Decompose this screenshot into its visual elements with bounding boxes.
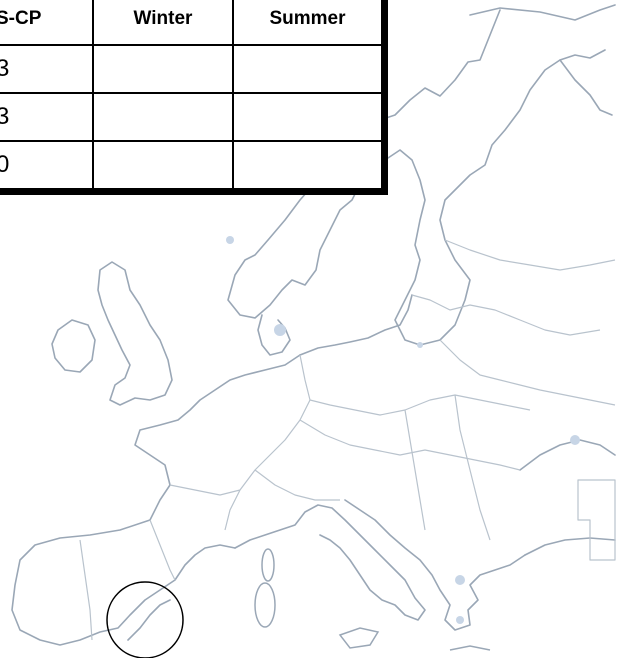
crete-island xyxy=(449,645,491,651)
mediterranean-coast xyxy=(234,504,426,621)
cell-summer[interactable] xyxy=(232,44,383,94)
inset-box xyxy=(577,479,616,561)
lake-marker xyxy=(274,324,286,336)
cell-winter[interactable] xyxy=(92,140,234,190)
season-table: S-CP Winter Summer 3 3 0 xyxy=(0,0,383,190)
cell-winter[interactable] xyxy=(92,44,234,94)
cell-scp: 3 xyxy=(0,44,94,94)
highlight-circle xyxy=(106,581,184,658)
table-row: 3 xyxy=(0,92,383,142)
balkan-coast xyxy=(344,499,526,631)
black-sea-coast xyxy=(519,439,616,556)
cell-scp: 3 xyxy=(0,92,94,142)
lake-marker xyxy=(417,342,423,348)
header-summer: Summer xyxy=(232,0,383,46)
cell-summer[interactable] xyxy=(232,140,383,190)
sardinia-island xyxy=(254,582,276,628)
lake-marker xyxy=(455,575,465,585)
kola-coast xyxy=(559,59,613,116)
lake-marker xyxy=(570,435,580,445)
denmark-coast xyxy=(257,314,291,356)
table-header-row: S-CP Winter Summer xyxy=(0,0,383,46)
highlight-coast xyxy=(127,599,171,641)
header-scp: S-CP xyxy=(0,0,94,46)
cell-winter[interactable] xyxy=(92,92,234,142)
season-table-container: S-CP Winter Summer 3 3 0 xyxy=(0,0,388,195)
country-borders xyxy=(79,239,616,641)
lake-marker xyxy=(456,616,464,624)
cell-scp: 0 xyxy=(0,140,94,190)
header-winter: Winter xyxy=(92,0,234,46)
continent-west-coast xyxy=(11,354,301,646)
great-britain-coast xyxy=(97,261,173,406)
table-row: 3 xyxy=(0,44,383,94)
lake-marker xyxy=(226,236,234,244)
baltic-coast xyxy=(299,294,413,356)
corsica-island xyxy=(261,548,275,582)
ireland-coast xyxy=(51,319,96,373)
cell-summer[interactable] xyxy=(232,92,383,142)
sicily-island xyxy=(338,627,380,649)
table-row: 0 xyxy=(0,140,383,190)
